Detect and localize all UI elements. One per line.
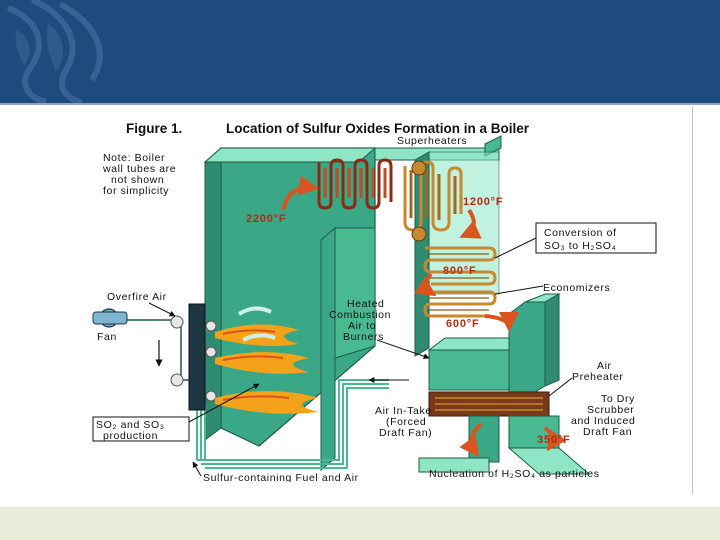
right-divider bbox=[692, 106, 693, 494]
label-air-intake: Air In-Take (Forced Draft Fan) bbox=[375, 405, 432, 439]
overfire-fan bbox=[92, 308, 128, 328]
temp-350: 350°F bbox=[537, 434, 570, 446]
leader-so-production bbox=[188, 383, 260, 423]
temp-800: 800°F bbox=[443, 265, 476, 277]
label-so-production-line2: production bbox=[103, 430, 158, 442]
label-scrubber-line: and Induced bbox=[571, 415, 635, 427]
flow-arrows bbox=[281, 175, 567, 458]
temp-1200: 1200°F bbox=[463, 196, 503, 208]
label-intake-line: (Forced bbox=[386, 416, 426, 428]
label-superheaters: Superheaters bbox=[397, 135, 467, 147]
flame-logo-watermark bbox=[6, 0, 103, 103]
label-so-production-line1: SO₂ and SO₃ bbox=[96, 419, 165, 431]
label-air-preheater-line1: Air bbox=[597, 360, 612, 372]
so-production-box: SO₂ and SO₃ production bbox=[92, 416, 190, 442]
label-heated-air: Heated Combustion Air to Burners bbox=[329, 298, 391, 343]
temp-2200: 2200°F bbox=[246, 213, 286, 225]
label-intake-line: Air In-Take bbox=[375, 405, 432, 417]
leader-fuel-air bbox=[192, 461, 202, 477]
air-supply-pipes bbox=[196, 329, 389, 469]
header-drums bbox=[411, 160, 427, 242]
boiler-figure: Figure 1. Location of Sulfur Oxides Form… bbox=[89, 118, 666, 482]
label-economizers: Economizers bbox=[543, 282, 610, 294]
leader-economizers bbox=[494, 285, 544, 295]
note-line: not shown bbox=[111, 174, 164, 186]
label-heated-line: Air to bbox=[348, 320, 376, 332]
leader-overfire-air bbox=[148, 302, 176, 317]
leader-air-preheater bbox=[548, 377, 573, 397]
note-line: Note: Boiler bbox=[103, 152, 165, 164]
label-fuel-air: Sulfur-containing Fuel and Air bbox=[203, 472, 359, 482]
label-heated-line: Burners bbox=[343, 331, 384, 343]
label-intake-line: Draft Fan) bbox=[379, 427, 432, 439]
label-scrubber: To Dry Scrubber and Induced Draft Fan bbox=[571, 393, 635, 438]
figure-title: Location of Sulfur Oxides Formation in a… bbox=[226, 121, 530, 136]
header-divider bbox=[0, 103, 720, 105]
footer-band bbox=[0, 507, 720, 540]
burner-flames bbox=[215, 306, 319, 414]
leader-heated-air bbox=[376, 339, 430, 360]
note-line: for simplicity bbox=[103, 185, 169, 197]
label-heated-line: Heated bbox=[347, 298, 384, 310]
label-scrubber-line: To Dry bbox=[601, 393, 635, 405]
label-fan: Fan bbox=[97, 331, 117, 343]
figure-number: Figure 1. bbox=[126, 121, 182, 136]
temp-600: 600°F bbox=[446, 318, 479, 330]
note-block: Note: Boiler wall tubes are not shown fo… bbox=[102, 152, 176, 197]
economizer-coils bbox=[423, 246, 497, 318]
note-line: wall tubes are bbox=[102, 163, 176, 175]
label-scrubber-line: Scrubber bbox=[587, 404, 634, 416]
label-scrubber-line: Draft Fan bbox=[583, 426, 632, 438]
label-overfire-air: Overfire Air bbox=[107, 291, 167, 303]
leader-conversion bbox=[494, 237, 537, 259]
label-heated-line: Combustion bbox=[329, 309, 391, 321]
label-conversion-line2: SO₃ to H₂SO₄ bbox=[544, 240, 616, 252]
burners bbox=[170, 303, 217, 411]
label-conversion-line1: Conversion of bbox=[544, 227, 617, 239]
header-banner bbox=[0, 0, 720, 103]
label-air-preheater-line2: Preheater bbox=[572, 371, 624, 383]
conversion-box: Conversion of SO₃ to H₂SO₄ bbox=[535, 222, 657, 254]
label-nucleation: Nucleation of H₂SO₄ as particles bbox=[429, 468, 600, 480]
